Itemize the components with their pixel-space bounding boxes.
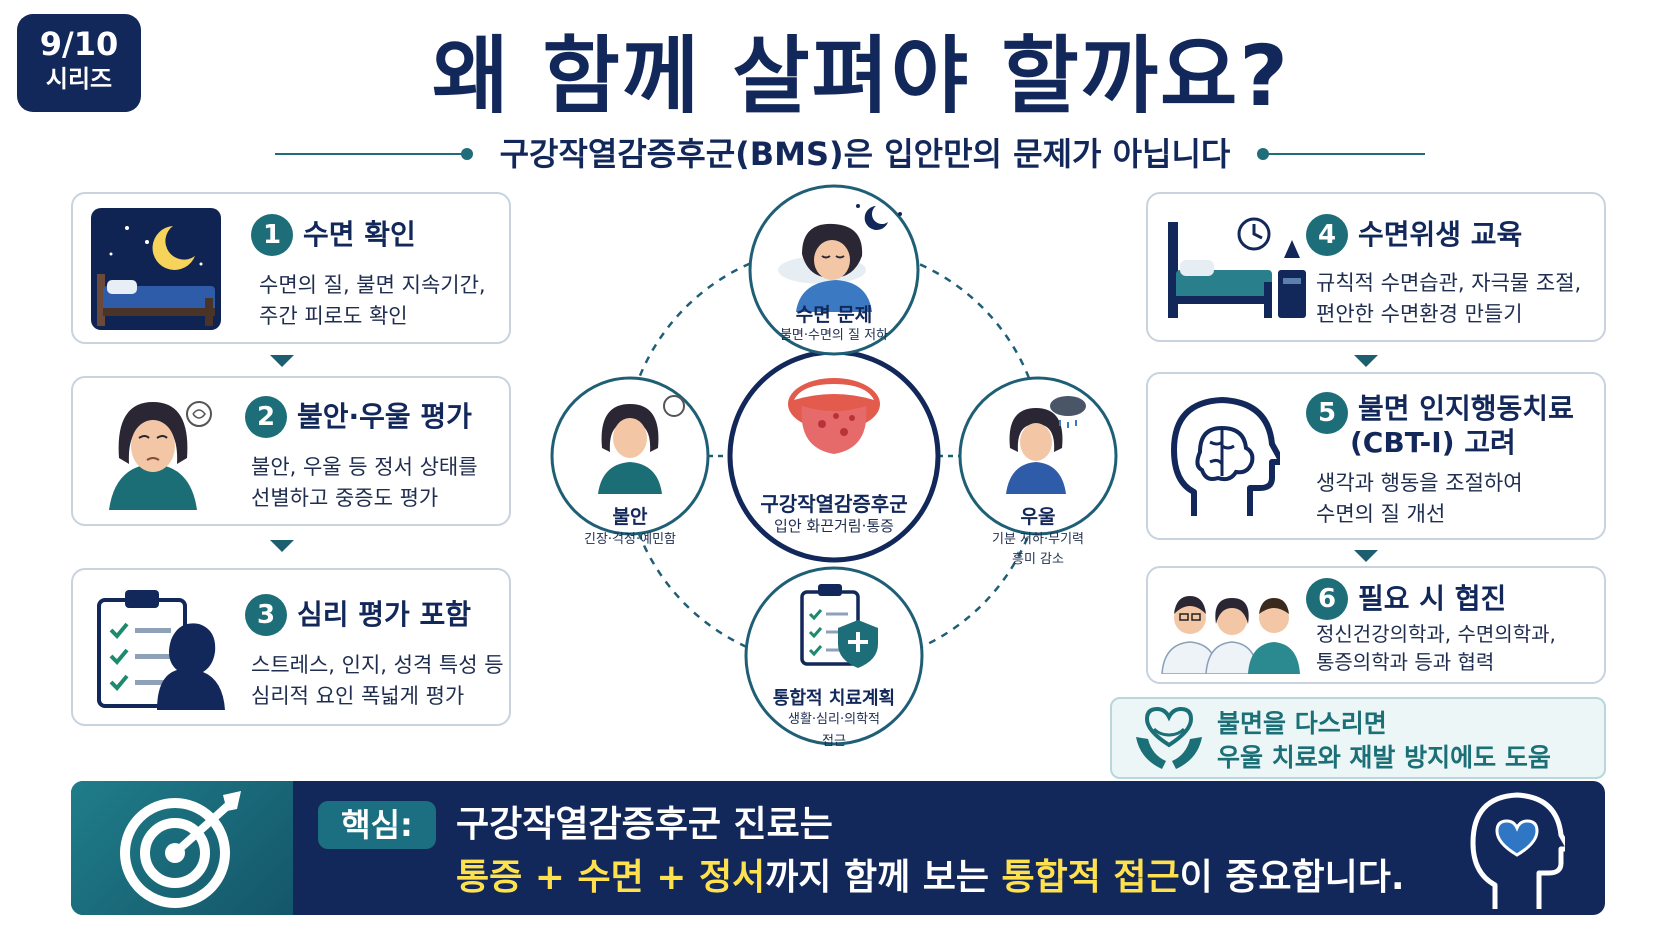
step-card-4: 4 수면위생 교육 규칙적 수면습관, 자극물 조절, 편안한 수면환경 만들기 (1146, 192, 1606, 342)
step-header-5: 5 불면 인지행동치료 (CBT-I) 고려 (1306, 392, 1574, 460)
heart-hands-icon (1136, 707, 1202, 769)
node-top-label: 수면 문제 (795, 304, 873, 326)
node-top-sub: 불면·수면의 질 저하 (779, 328, 889, 343)
step-number-1: 1 (251, 214, 293, 256)
heart-head-icon (1470, 792, 1565, 909)
brain-head-icon (1171, 397, 1280, 516)
step-number-3: 3 (245, 594, 287, 636)
tongue-icon (788, 378, 880, 454)
step-header-3: 3 심리 평가 포함 (245, 594, 471, 636)
doctors-icon (1161, 596, 1300, 674)
node-bottom-label: 통합적 치료계획 (772, 688, 896, 709)
step-number-2: 2 (245, 396, 287, 438)
step-card-6: 6 필요 시 협진 정신건강의학과, 수면의학과, 통증의학과 등과 협력 (1146, 566, 1606, 684)
node-main-sub: 입안 화끈거림·통증 (774, 517, 894, 535)
sad-woman-rain-icon (1006, 396, 1086, 494)
flow-arrow-3 (1354, 355, 1378, 367)
step-title-5-line1: 불면 인지행동치료 (1358, 392, 1574, 425)
step-title-5: 불면 인지행동치료 (CBT-I) 고려 (1350, 392, 1574, 460)
banner-tag: 핵심: (318, 801, 436, 849)
center-diagram (550, 184, 1118, 746)
anxious-woman-icon (598, 395, 685, 494)
node-right-label: 우울 (1020, 506, 1056, 528)
series-badge: 9/10 시리즈 (17, 14, 141, 112)
banner-highlight-2: 통합적 접근 (1001, 857, 1180, 898)
step-title-1: 수면 확인 (303, 218, 416, 251)
page-title: 왜 함께 살펴야 할까요? (432, 27, 1290, 125)
banner-icon-panel (71, 781, 293, 915)
banner-highlight-1: 통증 + 수면 + 정서 (456, 857, 766, 898)
worried-woman-icon (109, 401, 212, 510)
subtitle-divider-left (275, 153, 465, 155)
flow-arrow-1 (270, 355, 294, 367)
tip-text: 불면을 다스리면 우울 치료와 재발 방지에도 도움 (1217, 709, 1551, 772)
node-main-label: 구강작열감증후군 (760, 492, 908, 516)
step-desc-2: 불안, 우울 등 정서 상태를 선별하고 중증도 평가 (251, 455, 478, 510)
step-desc-5: 생각과 행동을 조절하여 수면의 질 개선 (1316, 471, 1523, 526)
step-card-5: 5 불면 인지행동치료 (CBT-I) 고려 생각과 행동을 조절하여 수면의 … (1146, 372, 1606, 540)
subtitle-row: 구강작열감증후군(BMS)은 입안만의 문제가 아닙니다 (275, 134, 1425, 174)
step-desc-6: 정신건강의학과, 수면의학과, 통증의학과 등과 협력 (1316, 622, 1556, 674)
node-right-sub1: 기분 저하·무기력 (992, 532, 1084, 547)
series-label: 시리즈 (45, 65, 113, 93)
banner-line-2: 통증 + 수면 + 정서까지 함께 보는 통합적 접근이 중요합니다. (456, 853, 1405, 903)
clipboard-head-icon (97, 590, 225, 710)
node-right-sub2: 흥미 감소 (1012, 552, 1064, 567)
key-takeaway-banner: 핵심: 구강작열감증후군 진료는 통증 + 수면 + 정서까지 함께 보는 통합… (71, 781, 1605, 915)
step-desc-3: 스트레스, 인지, 성격 특성 등 심리적 요인 폭넓게 평가 (251, 653, 504, 708)
step-header-2: 2 불안·우울 평가 (245, 396, 472, 438)
step-header-1: 1 수면 확인 (251, 214, 416, 256)
tip-box: 불면을 다스리면 우울 치료와 재발 방지에도 도움 (1110, 697, 1606, 779)
step-number-6: 6 (1306, 578, 1348, 620)
night-bed-icon (91, 208, 221, 330)
step-number-5: 5 (1306, 392, 1348, 434)
flow-arrow-4 (1354, 550, 1378, 562)
banner-text-end: 이 중요합니다. (1179, 857, 1405, 898)
step-number-4: 4 (1306, 214, 1348, 256)
flow-arrow-2 (270, 540, 294, 552)
step-card-3: 3 심리 평가 포함 스트레스, 인지, 성격 특성 등 심리적 요인 폭넓게 … (71, 568, 511, 726)
target-icon (120, 791, 241, 908)
subtitle-dot-left (461, 148, 473, 160)
series-number: 9/10 (39, 25, 119, 63)
step-header-4: 4 수면위생 교육 (1306, 214, 1522, 256)
bed-clock-icon (1168, 217, 1306, 318)
step-title-4: 수면위생 교육 (1358, 218, 1523, 251)
step-title-3: 심리 평가 포함 (297, 598, 472, 631)
step-card-2: 2 불안·우울 평가 불안, 우울 등 정서 상태를 선별하고 중증도 평가 (71, 376, 511, 526)
node-bottom-sub2: 접근 (822, 734, 846, 749)
step-card-1: 1 수면 확인 수면의 질, 불면 지속기간, 주간 피로도 확인 (71, 192, 511, 344)
banner-text-mid: 까지 함께 보는 (765, 857, 1002, 898)
step-header-6: 6 필요 시 협진 (1306, 578, 1506, 620)
step-desc-4: 규칙적 수면습관, 자극물 조절, 편안한 수면환경 만들기 (1316, 271, 1582, 326)
step-title-2: 불안·우울 평가 (297, 400, 472, 433)
step-title-6: 필요 시 협진 (1358, 582, 1507, 615)
page-subtitle: 구강작열감증후군(BMS)은 입안만의 문제가 아닙니다 (499, 135, 1231, 173)
clipboard-shield-icon (800, 584, 878, 668)
node-left-sub: 긴장·걱정·예민함 (584, 532, 676, 547)
subtitle-divider-right (1265, 153, 1425, 155)
banner-line-1: 구강작열감증후군 진료는 (456, 804, 833, 845)
node-bottom-sub1: 생활·심리·의학적 (788, 712, 880, 727)
step-title-5-line2: (CBT-I) 고려 (1350, 426, 1516, 459)
sleeping-woman-icon (778, 204, 902, 312)
node-left-label: 불안 (612, 506, 648, 528)
subtitle-dot-right (1257, 148, 1269, 160)
step-desc-1: 수면의 질, 불면 지속기간, 주간 피로도 확인 (259, 273, 486, 328)
